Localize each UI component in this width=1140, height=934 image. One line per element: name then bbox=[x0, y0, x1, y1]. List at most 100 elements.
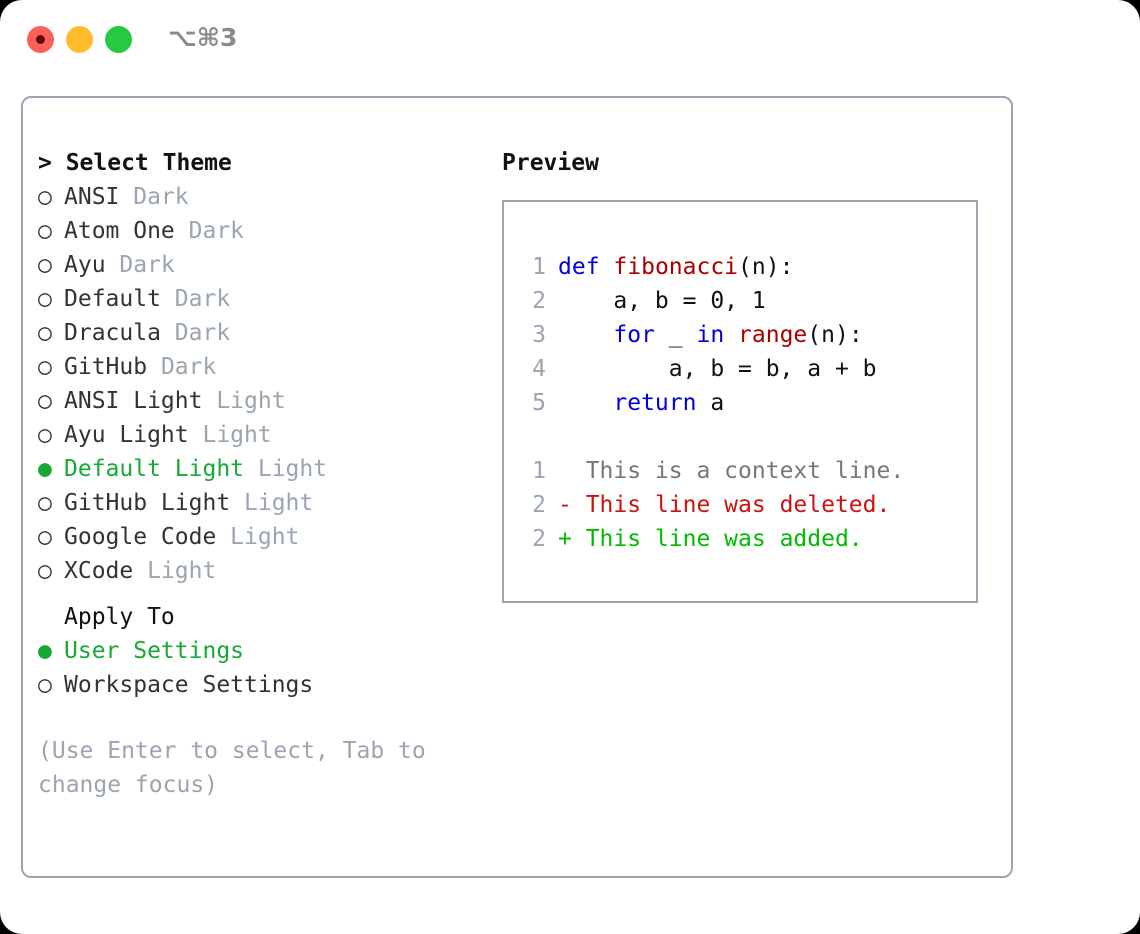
apply-to-header: Apply To bbox=[64, 604, 175, 630]
radio-unselected-icon: ○ bbox=[38, 184, 52, 210]
diff-sign: - bbox=[558, 492, 572, 518]
theme-name-label: Default Light bbox=[64, 456, 245, 482]
code-token: _ bbox=[654, 322, 697, 348]
code-line: 3 for _ in range(n): bbox=[522, 318, 970, 352]
theme-list-item[interactable]: ○ ANSI Light Light bbox=[38, 384, 488, 418]
radio-unselected-icon: ○ bbox=[38, 354, 52, 380]
keyboard-shortcut-label: ⌥⌘3 bbox=[168, 23, 238, 52]
dialog-frame: > Select Theme ○ANSI Dark○Atom One Dark○… bbox=[21, 96, 1013, 878]
code-token bbox=[724, 322, 738, 348]
radio-unselected-icon: ○ bbox=[38, 218, 52, 244]
theme-list-item[interactable]: ○Ayu Dark bbox=[38, 248, 488, 282]
theme-list-item[interactable]: ○ ANSI Dark bbox=[38, 180, 488, 214]
code-line: 1 def fibonacci(n): bbox=[522, 250, 970, 284]
theme-name-label: ANSI bbox=[64, 184, 120, 210]
radio-selected-icon: ● bbox=[38, 638, 52, 664]
apply-to-section: Apply To ● User Settings ○ Workspace Settin… bbox=[38, 600, 488, 702]
theme-name-label: XCode bbox=[64, 558, 134, 584]
keyboard-hint-text: (Use Enter to select, Tab to change focu… bbox=[38, 738, 440, 798]
theme-list[interactable]: ○ ANSI Dark ○ Atom One Dark ○ Ayu Dark ○ Defaul… bbox=[38, 180, 488, 588]
radio-unselected-icon: ○ bbox=[38, 388, 52, 414]
apply-to-label: User Settings bbox=[64, 638, 245, 664]
theme-list-item[interactable]: ○XCode Light bbox=[38, 554, 488, 588]
code-token bbox=[558, 322, 613, 348]
theme-list-item[interactable]: ○Default Dark bbox=[38, 282, 488, 316]
theme-name-label: Dracula bbox=[64, 320, 161, 346]
diff-line: 1 This is a context line. bbox=[522, 454, 970, 488]
theme-list-item[interactable]: ○GitHub Dark bbox=[38, 350, 488, 384]
theme-variant-label: Dark bbox=[160, 320, 231, 346]
radio-unselected-icon: ○ bbox=[38, 558, 52, 584]
code-line: 2 a, b = 0, 1 bbox=[522, 284, 970, 318]
radio-unselected-icon: ○ bbox=[38, 672, 52, 698]
theme-list-item[interactable]: ●Default Light Light bbox=[38, 452, 488, 486]
diff-sample-block: 1 This is a context line.2- This line wa… bbox=[522, 454, 970, 556]
radio-unselected-icon: ○ bbox=[38, 286, 52, 312]
code-token: range bbox=[738, 322, 808, 348]
code-token: for bbox=[613, 322, 655, 348]
diff-sign bbox=[558, 458, 572, 484]
theme-list-item[interactable]: ○ Ayu Light Light bbox=[38, 418, 488, 452]
code-token: (n): bbox=[738, 254, 794, 280]
line-number: 2 bbox=[532, 288, 546, 314]
theme-name-label: Atom One bbox=[64, 218, 175, 244]
apply-to-list[interactable]: ● User Settings ○ Workspace Settings bbox=[38, 634, 488, 702]
minimize-window-button[interactable] bbox=[66, 26, 93, 53]
theme-name-label: GitHub Light bbox=[64, 490, 231, 516]
diff-line: 2- This line was deleted. bbox=[522, 488, 970, 522]
theme-variant-label: Dark bbox=[174, 218, 245, 244]
theme-list-item[interactable]: ○Google Code Light bbox=[38, 520, 488, 554]
theme-variant-label: Light bbox=[216, 524, 300, 550]
apply-to-label: Workspace Settings bbox=[64, 672, 314, 698]
theme-variant-label: Dark bbox=[147, 354, 217, 380]
code-token: def bbox=[558, 254, 600, 280]
line-number: 2 bbox=[532, 526, 546, 552]
line-number: 5 bbox=[532, 390, 546, 416]
theme-list-item[interactable]: ○ GitHub Light Light bbox=[38, 486, 488, 520]
code-token: a, b = 0, 1 bbox=[558, 288, 766, 314]
line-number: 1 bbox=[532, 458, 546, 484]
maximize-window-button[interactable] bbox=[105, 26, 132, 53]
radio-unselected-icon: ○ bbox=[38, 422, 52, 448]
theme-list-item[interactable]: ○ Dracula Dark bbox=[38, 316, 488, 350]
code-token: fibonacci bbox=[613, 254, 739, 280]
theme-variant-label: Dark bbox=[119, 184, 189, 210]
line-number: 2 bbox=[532, 492, 546, 518]
apply-to-option[interactable]: ○ Workspace Settings bbox=[38, 668, 488, 702]
radio-unselected-icon: ○ bbox=[38, 320, 52, 346]
apply-to-option[interactable]: ● User Settings bbox=[38, 634, 488, 668]
line-number: 4 bbox=[532, 356, 546, 382]
theme-variant-label: Light bbox=[202, 388, 286, 414]
code-token: a, b = b, a + b bbox=[558, 356, 877, 382]
theme-selection-panel: > Select Theme ○ANSI Dark○Atom One Dark○… bbox=[38, 146, 488, 802]
select-theme-header: > Select Theme bbox=[38, 150, 232, 176]
diff-line: 2 + This line was added. bbox=[522, 522, 970, 556]
theme-name-label: ANSI Light bbox=[64, 388, 203, 414]
radio-unselected-icon: ○ bbox=[38, 490, 52, 516]
diff-text: This line was deleted. bbox=[571, 492, 891, 518]
code-line: 4 a, b = b, a + b bbox=[522, 352, 970, 386]
radio-selected-icon: ● bbox=[38, 456, 52, 482]
theme-name-label: Ayu bbox=[64, 252, 106, 278]
theme-variant-label: Light bbox=[188, 422, 272, 448]
close-window-button[interactable] bbox=[27, 26, 54, 53]
theme-variant-label: Light bbox=[230, 490, 314, 516]
code-token: (n): bbox=[807, 322, 863, 348]
radio-unselected-icon: ○ bbox=[38, 252, 52, 278]
theme-name-label: Google Code bbox=[64, 524, 217, 550]
diff-text: This line was added. bbox=[571, 526, 863, 552]
code-token bbox=[558, 390, 613, 416]
code-token: return bbox=[613, 390, 697, 416]
line-number: 3 bbox=[532, 322, 546, 348]
diff-text: This is a context line. bbox=[571, 458, 905, 484]
code-blank-separator bbox=[522, 420, 970, 454]
theme-list-item[interactable]: ○ Atom One Dark bbox=[38, 214, 488, 248]
diff-sign: + bbox=[558, 526, 572, 552]
theme-name-label: Ayu Light bbox=[64, 422, 189, 448]
line-number: 1 bbox=[532, 254, 546, 280]
theme-name-label: Default bbox=[64, 286, 161, 312]
code-token: a bbox=[696, 390, 725, 416]
